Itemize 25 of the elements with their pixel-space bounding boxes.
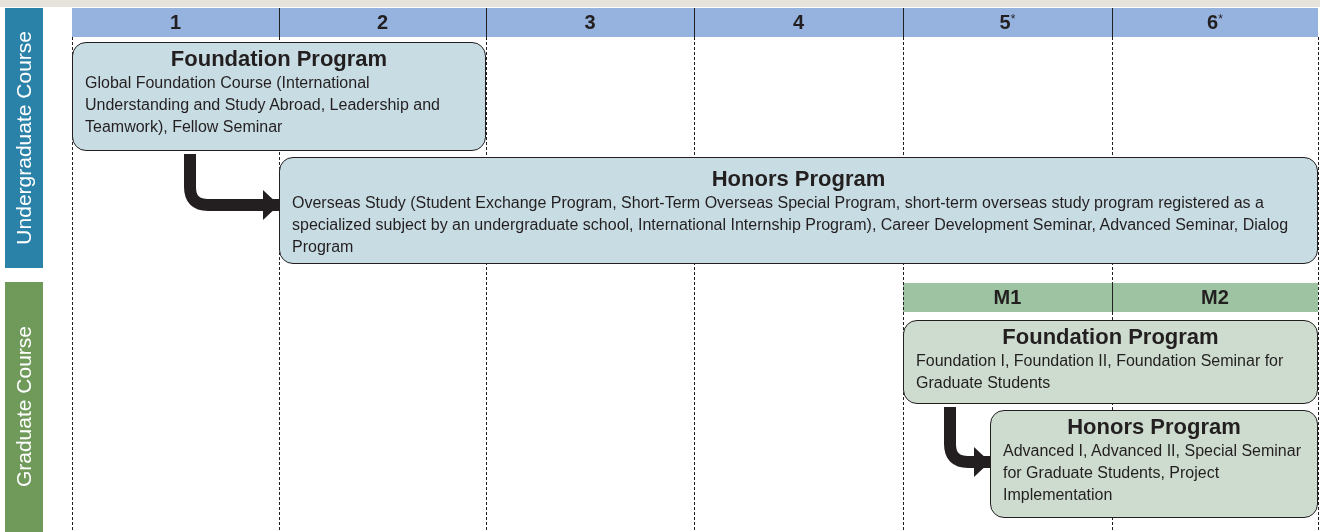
year-label: 4 [792, 11, 805, 34]
program-description: Global Foundation Course (International Understanding and Study Abroad, Leadership and Teamwork), Fellow Seminar [85, 73, 441, 137]
program-box [72, 42, 486, 151]
program-title: Honors Program [710, 166, 887, 192]
year-label: 1 [169, 11, 182, 34]
grade-label: M2 [1201, 286, 1229, 309]
program-description: Foundation I, Foundation II, Foundation Seminar for Graduate Students [916, 351, 1285, 393]
grade-label: M1 [993, 286, 1022, 309]
arrow [944, 407, 990, 477]
course-band [5, 282, 43, 532]
program-box [903, 320, 1318, 404]
course-title: Graduate Course [12, 326, 36, 488]
program-box [279, 157, 1318, 264]
program-description: Advanced I, Advanced II, Special Seminar for Graduate Students, Project Implementation [1003, 441, 1302, 505]
course-title: Undergraduate Course [12, 31, 36, 245]
year-label: 6$^{*}$ [1207, 11, 1223, 34]
year-label: 5$^{*}$ [999, 11, 1016, 34]
course-band [5, 8, 43, 268]
program-title: Honors Program [1066, 414, 1242, 440]
program-description: Overseas Study (Student Exchange Program, Short-Term Overseas Special Program, short-term overseas study program registered as a specialized subject by an undergraduate school, International Internship Program), Career Development Seminar, Advanced Seminar, Dialog Program [292, 193, 1290, 257]
year-label: 2 [376, 11, 389, 34]
program-title: Foundation Program [1001, 324, 1220, 350]
year-label: 3 [584, 11, 596, 34]
program-box [990, 410, 1318, 518]
program-title: Foundation Program [169, 46, 389, 72]
